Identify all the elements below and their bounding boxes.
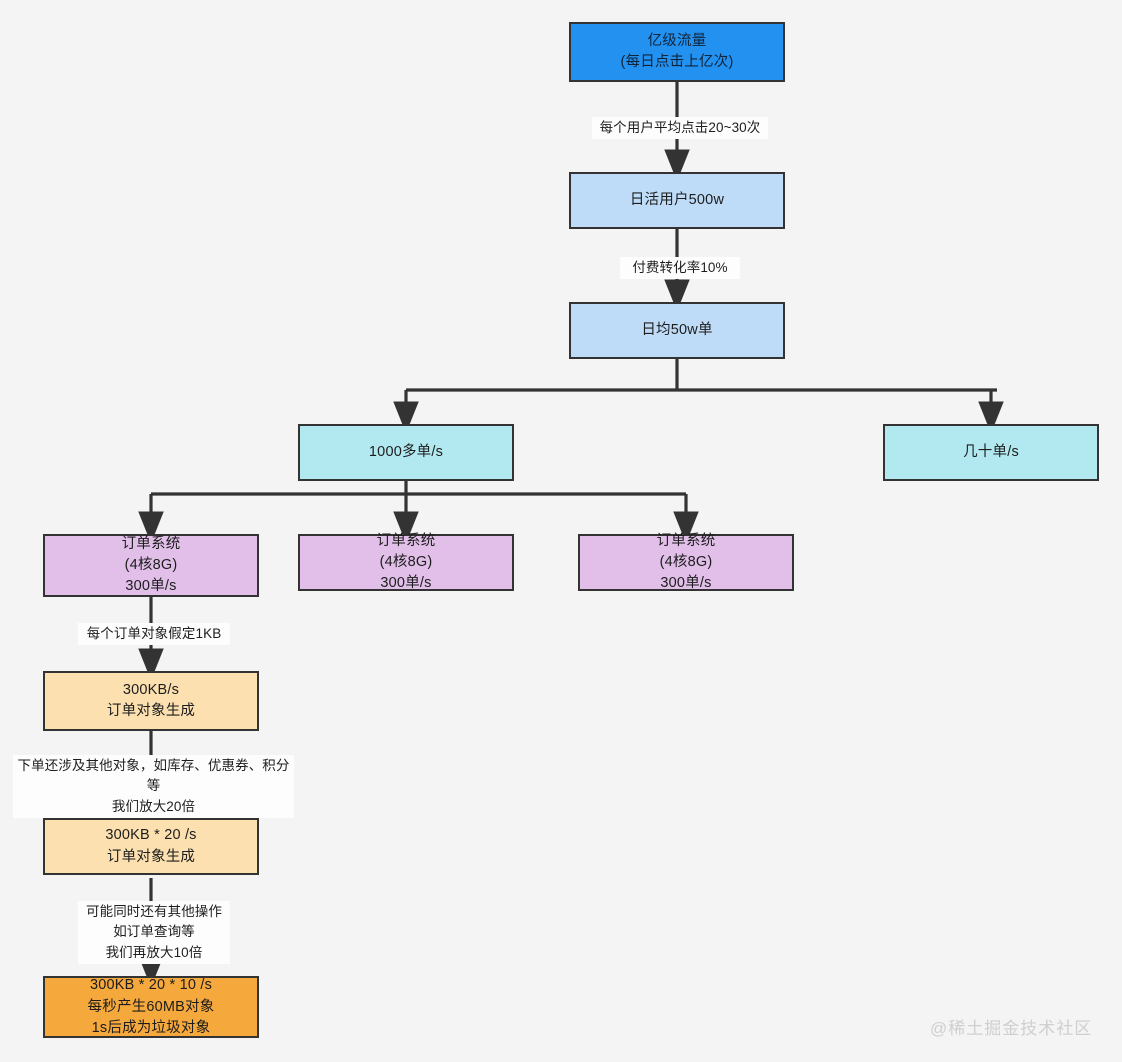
watermark: @稀土掘金技术社区	[930, 1019, 1093, 1038]
node-object-rate-base[interactable]: 300KB/s 订单对象生成	[43, 671, 259, 731]
edge-label-pay-conversion: 付费转化率10%	[620, 257, 740, 280]
node-object-rate-x20[interactable]: 300KB * 20 /s 订单对象生成	[43, 818, 259, 875]
node-peak-orders-per-second[interactable]: 1000多单/s	[298, 424, 514, 481]
edge-label-clicks-per-user: 每个用户平均点击20~30次	[592, 117, 768, 140]
node-order-system-2[interactable]: 订单系统 (4核8G) 300单/s	[298, 533, 514, 591]
edge-label-object-size: 每个订单对象假定1KB	[78, 623, 230, 646]
node-order-system-3[interactable]: 订单系统 (4核8G) 300单/s	[578, 533, 794, 591]
edge-label-amplify-20: 下单还涉及其他对象，如库存、优惠券、积分等 我们放大20倍	[13, 755, 294, 818]
node-order-system-1[interactable]: 订单系统 (4核8G) 300单/s	[43, 534, 259, 597]
node-daily-active-users[interactable]: 日活用户500w	[569, 172, 785, 229]
node-traffic[interactable]: 亿级流量 (每日点击上亿次)	[569, 22, 785, 82]
node-object-rate-x200[interactable]: 300KB * 20 * 10 /s 每秒产生60MB对象 1s后成为垃圾对象	[43, 976, 259, 1038]
node-trough-orders-per-second[interactable]: 几十单/s	[883, 424, 1099, 481]
node-daily-orders[interactable]: 日均50w单	[569, 302, 785, 359]
edge-label-amplify-10: 可能同时还有其他操作 如订单查询等 我们再放大10倍	[78, 901, 230, 964]
